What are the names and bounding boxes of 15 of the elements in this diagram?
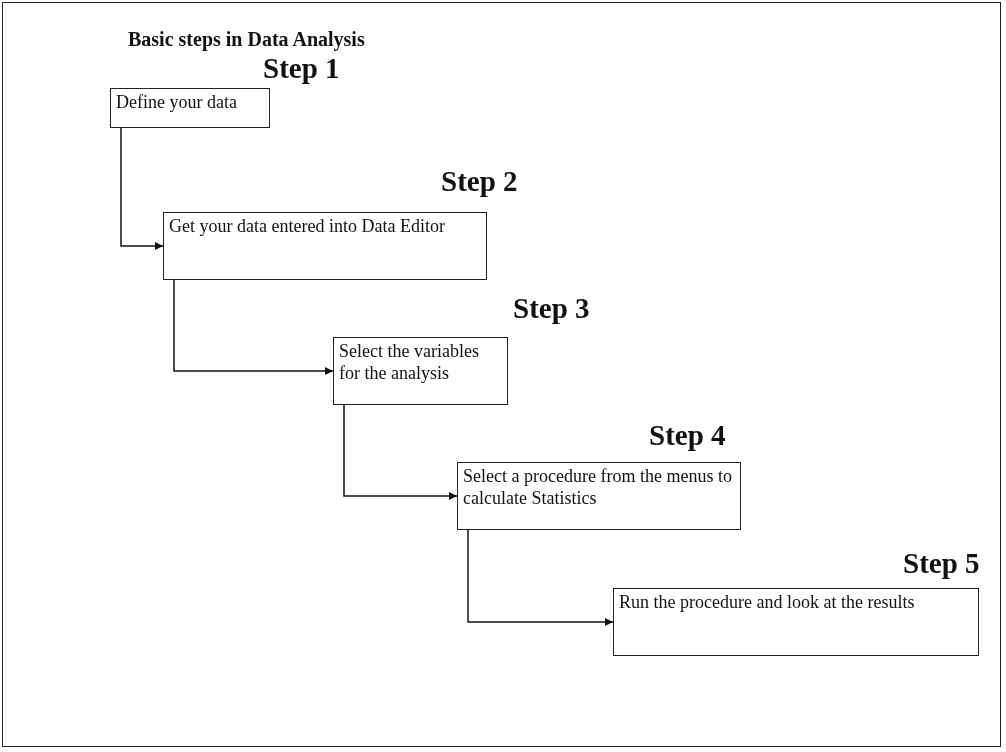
title: Basic steps in Data Analysis	[128, 28, 365, 51]
step-heading: Step 4	[649, 418, 726, 453]
step-text: Select the variables for the analysis	[339, 341, 480, 385]
step-text: Get your data entered into Data Editor	[169, 216, 446, 238]
step-text: Run the procedure and look at the results	[619, 592, 916, 614]
step-heading: Step 1	[263, 51, 340, 86]
arrow	[173, 279, 334, 375]
step-text: Define your data	[116, 92, 238, 114]
arrow	[120, 127, 164, 250]
arrow	[343, 404, 458, 500]
step-text: Select a procedure from the menus to calculate Statistics	[463, 466, 733, 510]
step-heading: Step 2	[441, 164, 518, 199]
arrow	[467, 529, 614, 626]
step-heading: Step 3	[513, 291, 590, 326]
step-heading: Step 5	[903, 546, 980, 581]
